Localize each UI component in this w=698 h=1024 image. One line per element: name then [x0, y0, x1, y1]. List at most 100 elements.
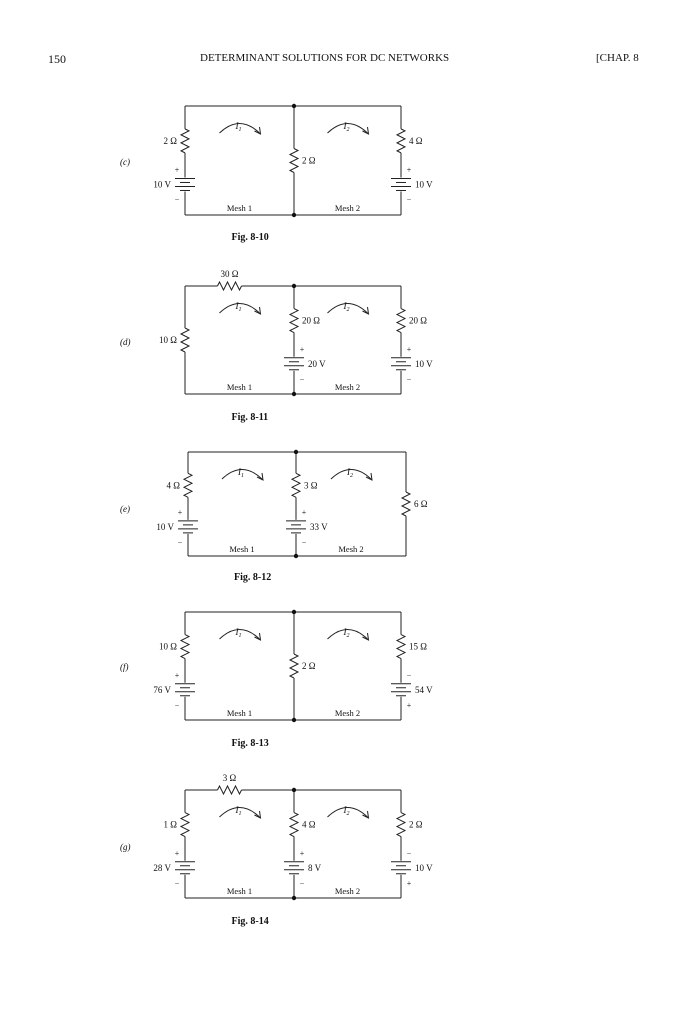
resistor-icon	[179, 128, 191, 154]
polarity-sign: +	[175, 849, 180, 858]
resistor-label: 15 Ω	[409, 642, 427, 652]
battery-label: 10 V	[156, 522, 174, 532]
resistor-label: 20 Ω	[302, 316, 320, 326]
clockwise-arrow-icon	[327, 123, 368, 134]
resistor-label: 6 Ω	[414, 499, 428, 509]
resistor-icon	[395, 634, 407, 660]
polarity-sign: −	[300, 375, 305, 384]
figure-8-14: (g)Fig. 8-141 Ω+−28 V4 Ω+−8 V2 Ω−+10 V3 …	[120, 773, 433, 927]
mesh-label: Mesh 2	[335, 382, 360, 392]
arrowhead-icon	[256, 472, 264, 481]
running-title: DETERMINANT SOLUTIONS FOR DC NETWORKS	[200, 52, 450, 64]
battery-label: 8 V	[308, 863, 322, 873]
junction-dot	[291, 717, 297, 723]
resistor-icon	[217, 784, 242, 796]
panel-label: (g)	[120, 842, 131, 852]
arrowhead-icon	[254, 810, 262, 819]
resistor-label: 1 Ω	[164, 820, 178, 830]
mesh-label: Mesh 1	[227, 708, 252, 718]
battery-label: 33 V	[310, 522, 328, 532]
mesh-label: Mesh 1	[229, 544, 254, 554]
resistor-label: 2 Ω	[302, 156, 316, 166]
junction-dot	[291, 391, 297, 397]
resistor-label: 4 Ω	[302, 820, 316, 830]
polarity-sign: −	[175, 701, 180, 710]
battery-label: 10 V	[415, 359, 433, 369]
resistor-icon	[288, 812, 300, 838]
resistor-icon	[288, 653, 300, 679]
page-number: 150	[48, 52, 66, 66]
resistor-label: 20 Ω	[409, 316, 427, 326]
junction-dot	[293, 553, 299, 559]
polarity-sign: +	[175, 165, 180, 174]
figure-caption: Fig. 8-14	[232, 916, 269, 927]
polarity-sign: +	[300, 849, 305, 858]
panel-label: (e)	[120, 504, 130, 514]
figure-caption: Fig. 8-10	[232, 232, 269, 243]
junction-dot	[291, 283, 297, 289]
polarity-sign: −	[175, 879, 180, 888]
resistor-label: 10 Ω	[159, 335, 177, 345]
clockwise-arrow-icon	[219, 303, 260, 314]
figure-caption: Fig. 8-13	[232, 738, 269, 749]
resistor-label: 30 Ω	[221, 269, 239, 279]
polarity-sign: −	[302, 538, 307, 547]
arrowhead-icon	[362, 632, 370, 641]
junction-dot	[291, 895, 297, 901]
resistor-label: 4 Ω	[167, 480, 181, 490]
battery-label: 10 V	[415, 179, 433, 189]
polarity-sign: +	[175, 671, 180, 680]
arrowhead-icon	[362, 810, 370, 819]
polarity-sign: −	[175, 195, 180, 204]
resistor-label: 2 Ω	[409, 820, 423, 830]
polarity-sign: +	[407, 165, 412, 174]
resistor-label: 4 Ω	[409, 136, 423, 146]
resistor-icon	[395, 812, 407, 838]
battery-label: 20 V	[308, 359, 326, 369]
resistor-label: 3 Ω	[304, 480, 318, 490]
resistor-label: 10 Ω	[159, 642, 177, 652]
clockwise-arrow-icon	[330, 469, 372, 480]
resistor-icon	[400, 491, 412, 517]
junction-dot	[291, 609, 297, 615]
resistor-icon	[395, 128, 407, 154]
mesh-current-label: I1	[235, 121, 242, 133]
clockwise-arrow-icon	[327, 807, 368, 818]
clockwise-arrow-icon	[221, 469, 263, 480]
clockwise-arrow-icon	[327, 303, 368, 314]
arrowhead-icon	[362, 126, 370, 135]
resistor-icon	[217, 280, 242, 292]
clockwise-arrow-icon	[327, 629, 368, 640]
polarity-sign: −	[407, 195, 412, 204]
figure-8-12: (e)Fig. 8-124 Ω+−10 V3 Ω+−33 V6 ΩI1Mesh …	[120, 449, 428, 583]
battery-label: 28 V	[153, 863, 171, 873]
mesh-current-label: I1	[235, 805, 242, 817]
mesh-label: Mesh 2	[335, 886, 360, 896]
mesh-label: Mesh 2	[338, 544, 363, 554]
battery-label: 54 V	[415, 685, 433, 695]
polarity-sign: +	[407, 345, 412, 354]
figure-caption: Fig. 8-11	[232, 412, 269, 423]
clockwise-arrow-icon	[219, 123, 260, 134]
mesh-current-label: I1	[237, 467, 244, 479]
battery-label: 76 V	[153, 685, 171, 695]
polarity-sign: −	[300, 879, 305, 888]
junction-dot	[291, 212, 297, 218]
arrowhead-icon	[254, 306, 262, 315]
resistor-icon	[290, 472, 302, 498]
polarity-sign: +	[300, 345, 305, 354]
battery-label: 10 V	[415, 863, 433, 873]
mesh-label: Mesh 1	[227, 203, 252, 213]
mesh-current-label: I2	[343, 301, 350, 313]
mesh-label: Mesh 2	[335, 203, 360, 213]
chapter-label: [CHAP. 8	[596, 52, 639, 64]
figure-caption: Fig. 8-12	[234, 572, 271, 583]
resistor-label: 3 Ω	[223, 773, 237, 783]
polarity-sign: +	[407, 879, 412, 888]
clockwise-arrow-icon	[219, 807, 260, 818]
polarity-sign: +	[302, 508, 307, 517]
clockwise-arrow-icon	[219, 629, 260, 640]
